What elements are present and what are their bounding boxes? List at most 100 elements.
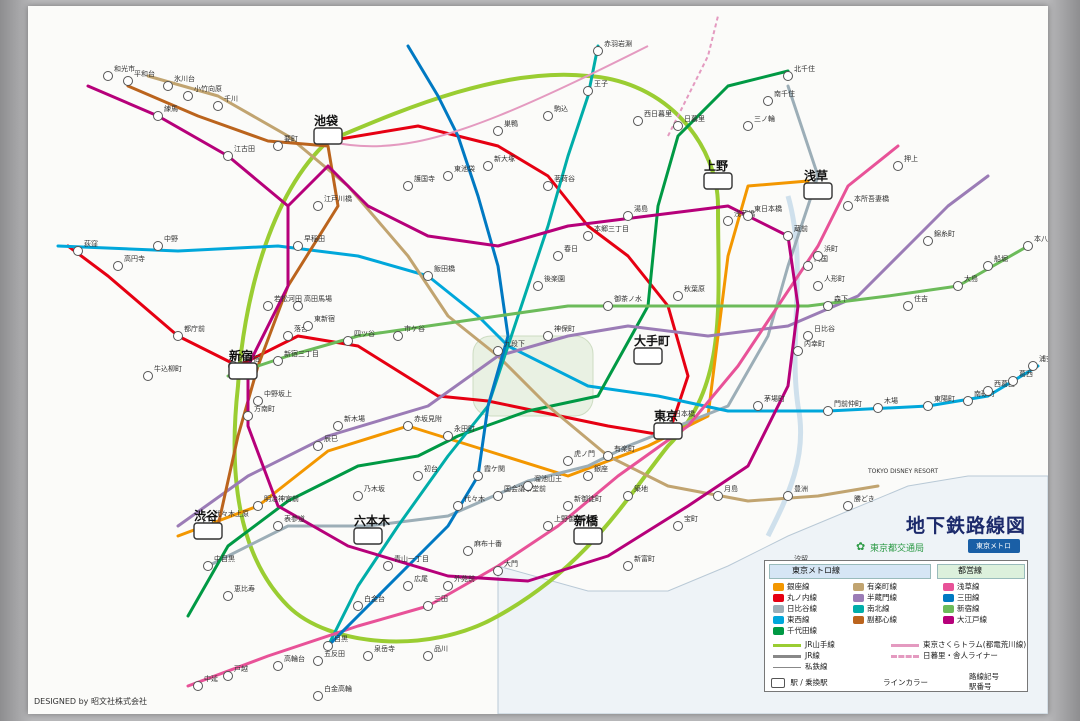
station-marker[interactable]: 明治神宮前: [253, 494, 300, 511]
station-dot[interactable]: [363, 651, 373, 661]
station-dot[interactable]: [443, 171, 453, 181]
major-station-shibuya[interactable]: 渋谷: [193, 508, 223, 540]
station-marker[interactable]: 荻窪: [73, 239, 99, 256]
station-dot[interactable]: [743, 121, 753, 131]
station-dot[interactable]: [873, 403, 883, 413]
station-dot[interactable]: [673, 121, 683, 131]
major-station-tokyo[interactable]: 東京: [653, 408, 683, 440]
major-station-asakusa[interactable]: 浅草: [803, 168, 833, 200]
station-dot[interactable]: [583, 471, 593, 481]
station-marker[interactable]: 北千住: [783, 64, 816, 81]
station-dot[interactable]: [473, 471, 483, 481]
station-dot[interactable]: [183, 91, 193, 101]
station-dot[interactable]: [103, 71, 113, 81]
station-dot[interactable]: [623, 211, 633, 221]
station-dot[interactable]: [323, 641, 333, 651]
station-marker[interactable]: 船堀: [983, 254, 1009, 271]
station-dot[interactable]: [213, 101, 223, 111]
station-marker[interactable]: 戸越: [223, 664, 249, 681]
station-dot[interactable]: [223, 151, 233, 161]
station-dot[interactable]: [533, 281, 543, 291]
station-dot[interactable]: [563, 456, 573, 466]
station-dot[interactable]: [753, 401, 763, 411]
station-marker[interactable]: 人形町: [813, 275, 846, 291]
major-station-shimbashi[interactable]: 新橋: [573, 513, 603, 545]
station-dot[interactable]: [413, 471, 423, 481]
station-marker[interactable]: 秋葉原: [673, 284, 706, 301]
station-dot[interactable]: [823, 301, 833, 311]
station-dot[interactable]: [253, 396, 263, 406]
station-dot[interactable]: [783, 231, 793, 241]
station-dot[interactable]: [443, 581, 453, 591]
station-marker[interactable]: 中延: [193, 674, 219, 691]
station-marker[interactable]: 木場: [873, 396, 899, 413]
station-dot[interactable]: [313, 656, 323, 666]
station-marker[interactable]: 外苑前: [443, 574, 476, 591]
station-marker[interactable]: 練馬: [153, 104, 179, 121]
major-station-ikebukuro[interactable]: 池袋: [313, 113, 343, 145]
station-dot[interactable]: [423, 651, 433, 661]
station-marker[interactable]: 巣鴨: [493, 119, 519, 136]
station-dot[interactable]: [813, 251, 823, 261]
station-dot[interactable]: [823, 406, 833, 416]
station-marker[interactable]: 本八幡: [1023, 234, 1049, 251]
station-dot[interactable]: [313, 201, 323, 211]
station-marker[interactable]: 門前仲町: [823, 399, 863, 416]
station-marker[interactable]: 上野御徒町: [543, 514, 590, 531]
station-dot[interactable]: [223, 591, 233, 601]
station-marker[interactable]: 宝町: [673, 514, 699, 531]
station-dot[interactable]: [153, 111, 163, 121]
station-marker[interactable]: 押上: [893, 154, 919, 171]
station-dot[interactable]: [953, 281, 963, 291]
station-marker[interactable]: 高輪台: [273, 654, 306, 671]
station-marker[interactable]: 赤坂見附: [403, 414, 443, 431]
station-marker[interactable]: 永田町: [443, 424, 476, 441]
station-marker[interactable]: 溜池山王: [523, 474, 563, 491]
station-dot[interactable]: [493, 566, 503, 576]
station-dot[interactable]: [493, 126, 503, 136]
station-dot[interactable]: [603, 301, 613, 311]
station-dot[interactable]: [673, 521, 683, 531]
station-marker[interactable]: 茅場町: [753, 394, 786, 411]
station-dot[interactable]: [313, 691, 323, 701]
station-marker[interactable]: 葛西: [1008, 369, 1034, 386]
station-dot[interactable]: [423, 601, 433, 611]
station-dot[interactable]: [563, 501, 573, 511]
station-dot[interactable]: [783, 71, 793, 81]
station-dot[interactable]: [303, 321, 313, 331]
station-marker[interactable]: 東新宿: [303, 314, 336, 331]
station-marker[interactable]: 築地: [623, 484, 649, 501]
station-marker[interactable]: 本郷三丁目: [583, 224, 630, 241]
station-dot[interactable]: [293, 241, 303, 251]
station-dot[interactable]: [443, 431, 453, 441]
station-marker[interactable]: 初台: [413, 464, 439, 481]
station-dot[interactable]: [193, 681, 203, 691]
station-marker[interactable]: 東池袋: [443, 164, 476, 181]
station-marker[interactable]: 新木場: [333, 414, 366, 431]
station-dot[interactable]: [243, 411, 253, 421]
station-dot[interactable]: [583, 86, 593, 96]
station-dot[interactable]: [523, 481, 533, 491]
station-marker[interactable]: 平和台: [123, 69, 156, 86]
station-dot[interactable]: [493, 491, 503, 501]
station-dot[interactable]: [543, 521, 553, 531]
station-dot[interactable]: [263, 301, 273, 311]
major-station-box[interactable]: [313, 127, 343, 145]
station-dot[interactable]: [763, 96, 773, 106]
station-dot[interactable]: [843, 501, 853, 511]
station-marker[interactable]: 有楽町: [603, 444, 636, 461]
major-station-box[interactable]: [353, 527, 383, 545]
station-marker[interactable]: 飯田橋: [423, 264, 456, 281]
station-marker[interactable]: 蔵前: [783, 224, 809, 241]
station-dot[interactable]: [713, 491, 723, 501]
station-marker[interactable]: 目黒: [323, 635, 349, 651]
station-dot[interactable]: [253, 501, 263, 511]
station-marker[interactable]: 四ツ谷: [343, 329, 376, 346]
station-dot[interactable]: [743, 211, 753, 221]
major-station-box[interactable]: [573, 527, 603, 545]
station-marker[interactable]: 要町: [273, 135, 299, 151]
station-dot[interactable]: [383, 561, 393, 571]
station-marker[interactable]: 中野: [153, 234, 179, 251]
station-marker[interactable]: 都庁前: [173, 324, 206, 341]
station-dot[interactable]: [403, 581, 413, 591]
